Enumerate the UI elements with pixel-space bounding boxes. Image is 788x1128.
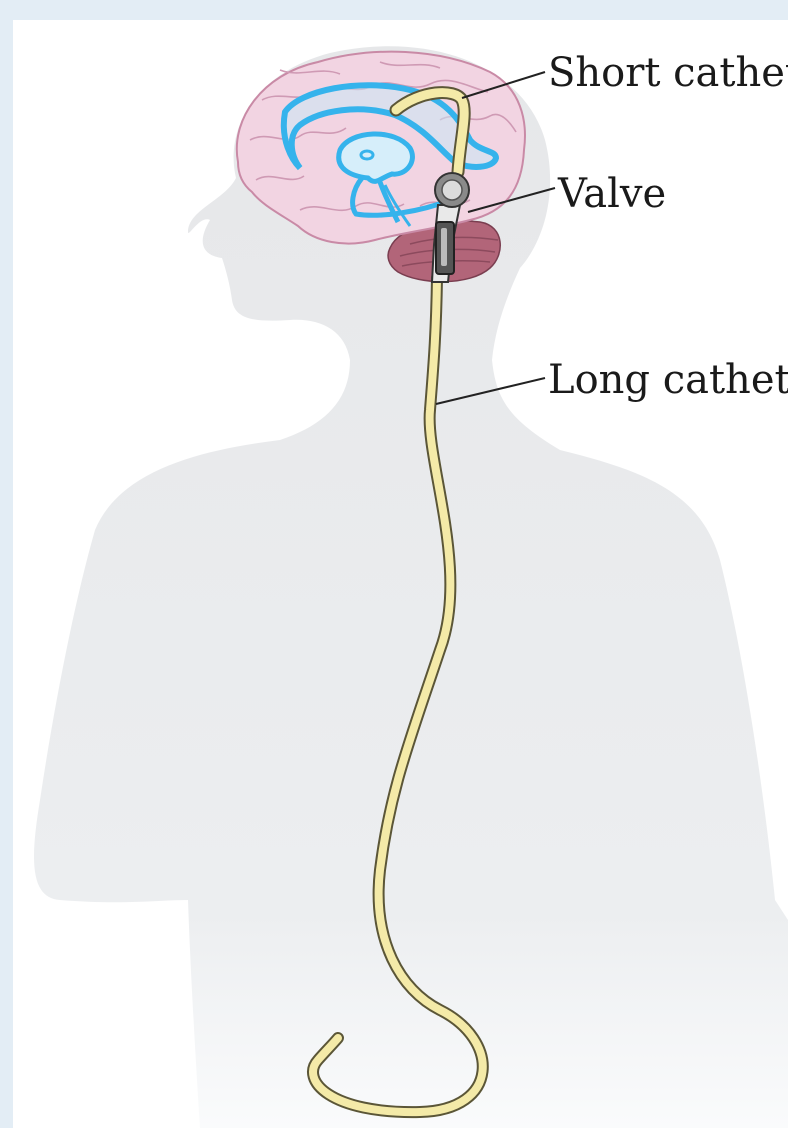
shunt-illustration xyxy=(13,20,788,1128)
diagram-frame: Short cathet Valve Long catheter xyxy=(13,20,788,1128)
valve-reservoir-dome xyxy=(442,180,462,200)
valve-chamber-highlight xyxy=(441,228,447,266)
long-catheter-label: Long catheter xyxy=(548,360,788,400)
third-ventricle xyxy=(339,134,413,181)
short-catheter-label: Short cathet xyxy=(548,53,788,93)
valve-label: Valve xyxy=(558,174,666,214)
